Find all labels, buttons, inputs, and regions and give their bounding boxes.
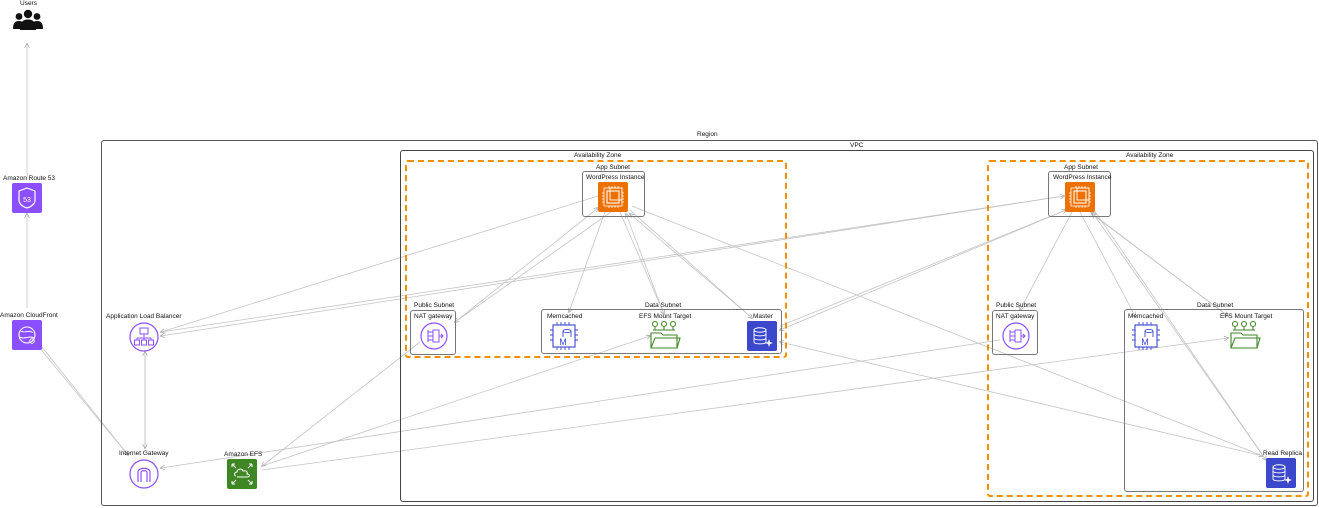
az2-public-subnet <box>992 310 1038 355</box>
az2-wordpress-ec2-icon[interactable] <box>1065 182 1095 214</box>
efs-icon[interactable] <box>227 459 257 491</box>
alb-icon[interactable] <box>128 321 160 355</box>
users-icon[interactable] <box>13 9 43 33</box>
cloudfront-icon[interactable] <box>12 320 42 352</box>
az2-rds-read-replica-icon[interactable] <box>1266 458 1296 490</box>
az1-wordpress-ec2-icon[interactable] <box>598 182 628 214</box>
az1-memcached-icon[interactable]: M <box>549 321 579 353</box>
route53-label: Amazon Route 53 <box>3 175 56 182</box>
az1-rds-master-icon[interactable] <box>747 321 777 353</box>
az2-app-subnet <box>1048 171 1111 217</box>
svg-text:53: 53 <box>23 197 31 204</box>
cloudfront-label: Amazon CloudFront <box>0 312 58 319</box>
availability-zone-2 <box>987 160 1309 497</box>
efs-label: Amazon EFS <box>224 451 263 458</box>
az1-nat-label: NAT gateway <box>414 313 453 320</box>
vpc-container <box>400 150 1314 502</box>
az1-db-label: Master <box>753 313 773 320</box>
az2-app-subnet-label: App Subnet <box>1064 164 1098 171</box>
az2-label: Availability Zone <box>1126 152 1174 159</box>
az2-nat-gateway-icon[interactable] <box>1001 321 1031 353</box>
az2-data-subnet <box>1124 309 1304 492</box>
az1-wordpress-label: WordPress Instance <box>586 174 645 181</box>
az2-efs-mount-target-icon[interactable] <box>1229 320 1261 352</box>
az2-efs-mount-label: EFS Mount Target <box>1220 313 1273 320</box>
svg-text:M: M <box>559 337 567 347</box>
az2-nat-label: NAT gateway <box>996 313 1035 320</box>
az2-db-label: Read Replica <box>1263 450 1303 457</box>
az2-memcached-icon[interactable]: M <box>1131 321 1161 353</box>
igw-label: Internet Gateway <box>119 450 169 457</box>
az1-efs-mount-target-icon[interactable] <box>649 320 681 352</box>
az2-memcached-label: Memcached <box>1128 313 1164 320</box>
az2-wordpress-label: WordPress Instance <box>1053 174 1112 181</box>
az2-data-subnet-label: Data Subnet <box>1197 302 1234 309</box>
az2-public-subnet-label: Public Subnet <box>996 302 1037 309</box>
az1-public-subnet <box>410 310 456 355</box>
internet-gateway-icon[interactable] <box>128 458 160 492</box>
az1-data-subnet-label: Data Subnet <box>645 302 682 309</box>
az1-data-subnet <box>541 309 782 354</box>
az1-label: Availability Zone <box>574 152 622 159</box>
region-container <box>101 140 1318 506</box>
availability-zone-1 <box>405 160 787 358</box>
route53-icon[interactable]: 53 <box>12 183 42 215</box>
az1-public-subnet-label: Public Subnet <box>414 302 455 309</box>
az1-efs-mount-label: EFS Mount Target <box>639 313 692 320</box>
az1-memcached-label: Memcached <box>547 313 583 320</box>
az1-nat-gateway-icon[interactable] <box>419 321 449 353</box>
svg-text:M: M <box>1141 337 1149 347</box>
region-label: Region <box>697 131 718 138</box>
az1-app-subnet-label: App Subnet <box>596 164 630 171</box>
vpc-label: VPC <box>850 142 864 149</box>
az1-app-subnet <box>582 171 645 217</box>
users-label: Users <box>20 0 37 7</box>
alb-label: Application Load Balancer <box>106 313 182 320</box>
